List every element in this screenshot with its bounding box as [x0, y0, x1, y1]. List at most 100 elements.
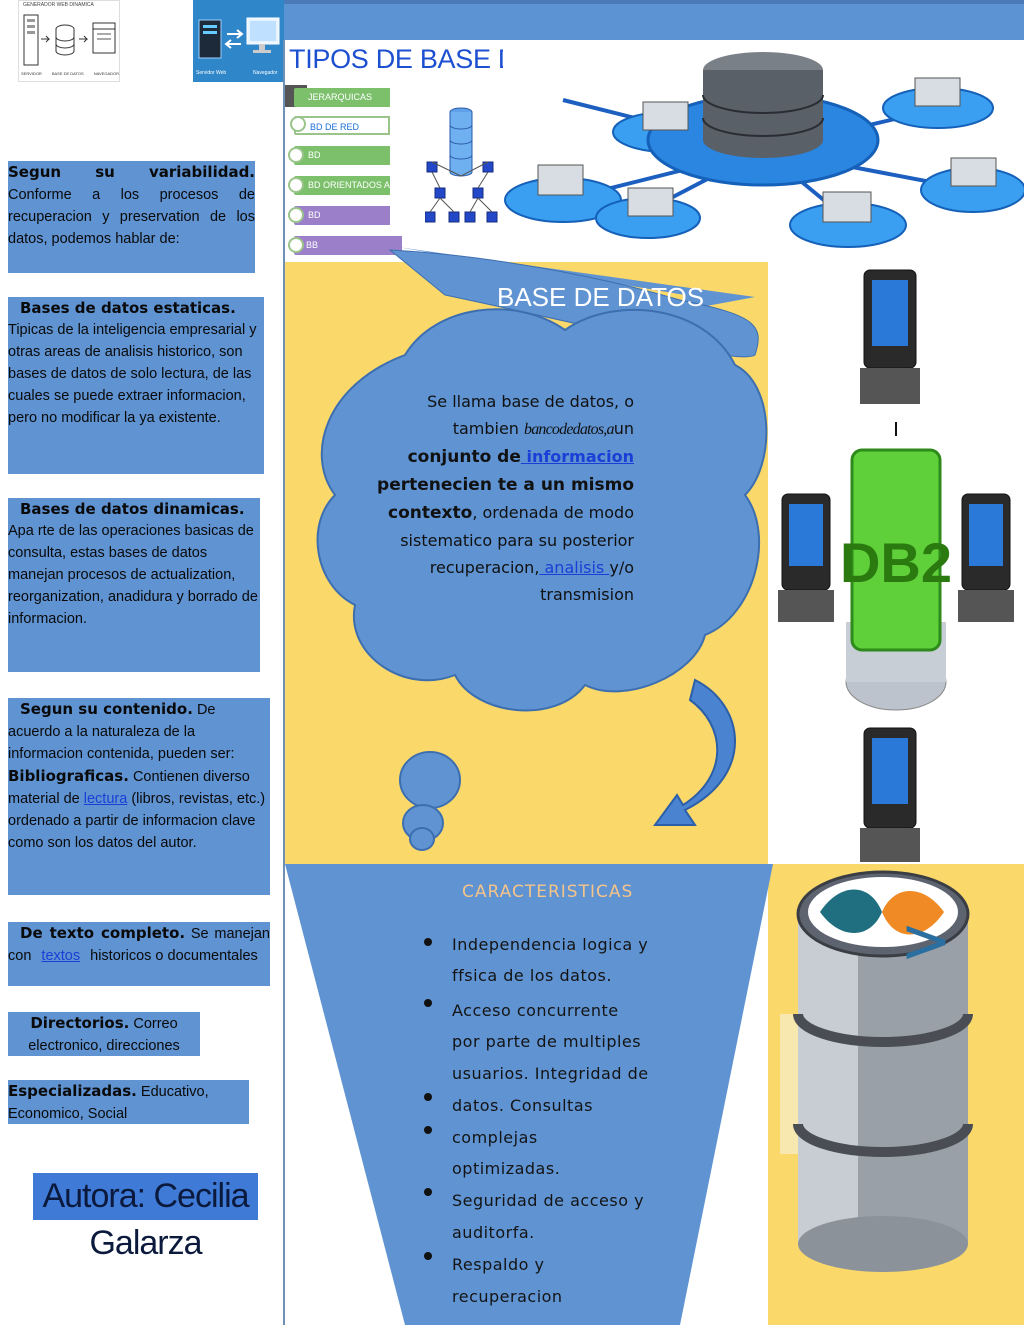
features-title: CARACTERISTICAS — [462, 882, 634, 902]
logo-label-db: BASE DE DATOS — [51, 71, 84, 76]
feature-line-8: optimizadas. — [452, 1159, 561, 1178]
definition-p6: transmision — [540, 585, 634, 604]
author-banner: Autora: Cecilia Galarza — [33, 1173, 258, 1262]
dinamicas-text: Apa rte de las operaciones basicas de co… — [8, 523, 258, 627]
section-estaticas: Bases de datos estaticas. Tipicas de la … — [8, 297, 264, 474]
estaticas-text: Tipicas de la inteligencia empresarial y… — [8, 322, 257, 426]
section-especializadas: Especializadas. Educativo, Economico, So… — [8, 1080, 249, 1124]
lectura-link[interactable]: lectura — [83, 791, 128, 807]
type-bd-de-red: BD DE RED — [290, 116, 390, 135]
section-variabilidad: Segun su variabilidad. Conforme a los pr… — [8, 161, 255, 273]
db2-network-icon: DB2 — [778, 269, 1014, 862]
bullet-dot — [288, 237, 304, 253]
cloud-shape — [316, 247, 768, 851]
bullet-dot — [424, 1126, 432, 1134]
type-relacionales: BD RELACIONALES — [288, 146, 390, 179]
texto-completo-text2: historicos o documentales — [90, 948, 258, 964]
feature-line-10: auditorfa. — [452, 1223, 535, 1242]
informacion-link[interactable]: informacion — [520, 447, 634, 466]
hierarchy-cubes-icon — [425, 107, 498, 223]
bibliograficas-heading: Bibliograficas. — [8, 767, 129, 785]
section-dinamicas: Bases de datos dinamicas. Apa rte de las… — [8, 498, 260, 672]
definition-text: Se llama base de datos, o tambien bancod… — [372, 388, 634, 608]
types-diagram — [285, 80, 503, 260]
database-cylinder-icon: > — [780, 870, 973, 1272]
analisis-link[interactable]: analisis — [539, 558, 610, 577]
feature-line-12: recuperacion — [452, 1287, 563, 1306]
texto-completo-heading: De texto completo. — [20, 924, 186, 942]
bullet-dot — [290, 116, 306, 132]
feature-line-9: Seguridad de acceso y — [452, 1191, 645, 1210]
type-label: BD ORIENTADOS A OBJETOS — [308, 180, 390, 209]
definition-title: BASE DE DATOS — [497, 282, 705, 312]
variabilidad-heading: Segun su variabilidad. — [8, 163, 255, 181]
type-label: BD DOCUMENTALES — [308, 210, 383, 239]
bullet-dot — [288, 207, 304, 223]
server-computer-icon — [198, 17, 280, 59]
bullet-dot — [288, 147, 304, 163]
definition-p2-italic: bancodedatos,a — [524, 421, 614, 438]
textos-link[interactable]: textos — [41, 948, 81, 964]
feature-line-4: por parte de multiples — [452, 1032, 642, 1051]
feature-line-3: Acceso concurrente — [452, 1001, 619, 1020]
section-directorios: Directorios. Correo electronico, direcci… — [8, 1012, 200, 1056]
definition-bold1: conjunto de — [407, 447, 521, 467]
web-generator-logo: GENERADOR WEB DINAMICA SERVIDOR BASE DE … — [18, 0, 120, 82]
directorios-text: Correo electronico, direcciones — [28, 1016, 180, 1054]
db2-diagram: DB2 — [768, 262, 1024, 864]
network-diagram — [503, 40, 1024, 265]
type-jerarquicas: JERARQUICAS — [294, 88, 390, 107]
logo2-label-server: Servidor Web — [196, 70, 227, 76]
definition-p5-end: y/o — [609, 558, 634, 577]
header-bar — [284, 0, 1024, 40]
network-hub-icon — [504, 52, 1024, 248]
logo2-label-browser: Navegador — [253, 70, 278, 76]
type-label: BD DE RED — [310, 122, 360, 132]
bullet-dot — [424, 938, 432, 946]
server-db-browser-icon — [23, 14, 116, 66]
definition-p3: , ordenada de modo — [472, 503, 634, 522]
db2-label: DB2 — [840, 531, 952, 594]
directorios-heading: Directorios. — [30, 1014, 130, 1032]
definition-p4: sistematico para su posterior — [400, 531, 634, 550]
type-orientados: BD ORIENTADOS A OBJETOS — [288, 176, 390, 209]
contenido-heading: Segun su contenido. — [20, 700, 193, 718]
logo-label-browser: NAVEGADOR — [93, 71, 119, 76]
logo-caption: GENERADOR WEB DINAMICA — [23, 2, 94, 8]
section-texto-completo: De texto completo. Se manejan con textos… — [8, 922, 270, 986]
section-contenido: Segun su contenido. De acuerdo a la natu… — [8, 698, 270, 895]
type-label: BD RELACIONALES — [308, 150, 378, 179]
especializadas-heading: Especializadas. — [8, 1082, 137, 1100]
feature-line-7: complejas — [452, 1128, 538, 1147]
type-label: JERARQUICAS — [308, 92, 373, 102]
feature-line-11: Respaldo y — [452, 1255, 545, 1274]
bullet-dot — [424, 999, 432, 1007]
type-documentales: BD DOCUMENTALES — [288, 206, 390, 239]
definition-bold3: contexto — [388, 503, 473, 523]
dinamicas-heading: Bases de datos dinamicas. — [20, 500, 245, 518]
feature-line-2: ffsica de los datos. — [452, 966, 612, 985]
bullet-dot — [424, 1252, 432, 1260]
bibliograficas-text2: (libros, revistas, etc.) ordenado a part… — [8, 791, 266, 851]
definition-p5: recuperacion, — [429, 558, 540, 577]
variabilidad-text: Conforme a los procesos de recuperacion … — [8, 187, 255, 247]
bullet-dot — [424, 1188, 432, 1196]
bibliograficas-text: Contienen diverso material de — [8, 769, 250, 807]
chevron-right-icon: > — [900, 904, 952, 977]
definition-p2: tambien — [452, 419, 519, 438]
definition-p2-end: un — [613, 419, 634, 438]
bullet-dot — [288, 177, 304, 193]
bullet-dot — [424, 1093, 432, 1101]
feature-line-5: usuarios. Integridad de — [452, 1064, 649, 1083]
feature-line-6: datos. Consultas — [452, 1096, 593, 1115]
definition-bold2: pertenecien te a un mismo — [377, 475, 634, 495]
feature-line-1: Independencia logica y — [452, 935, 649, 954]
estaticas-heading: Bases de datos estaticas. — [20, 299, 236, 317]
server-navigator-logo: Servidor Web Navegador — [193, 0, 284, 82]
especializadas-text: Educativo, Economico, Social — [8, 1084, 209, 1122]
column-divider — [283, 40, 285, 1325]
features-funnel — [285, 864, 773, 1325]
texto-completo-text1: Se manejan con — [8, 926, 270, 964]
contenido-text1: De acuerdo a la naturaleza de la informa… — [8, 702, 235, 762]
definition-p1: Se llama base de datos, o — [427, 392, 634, 411]
